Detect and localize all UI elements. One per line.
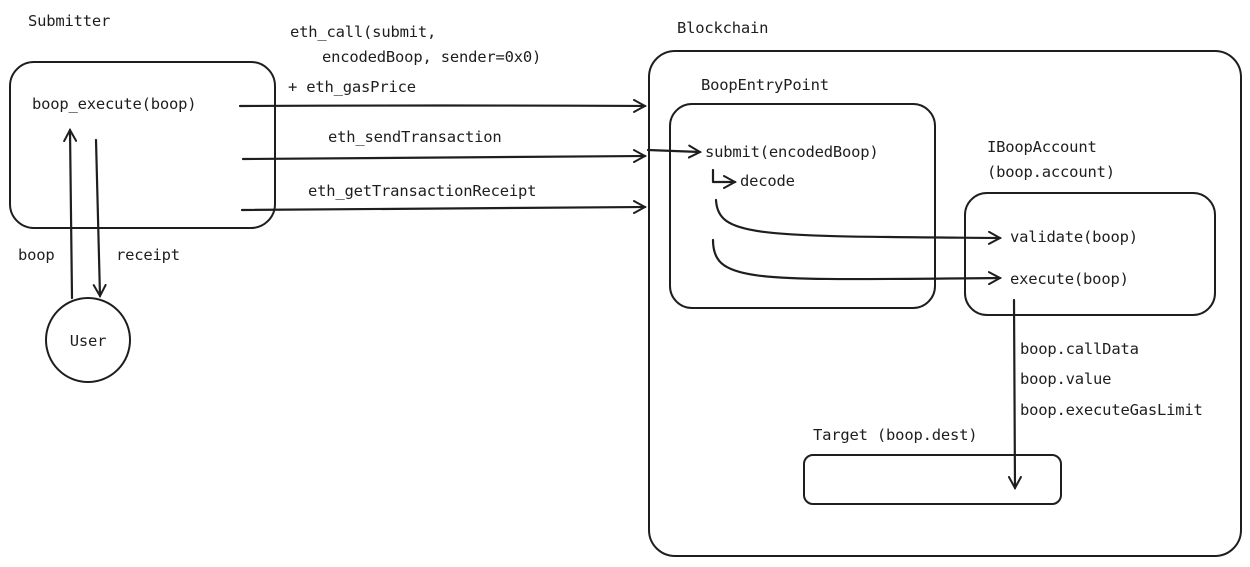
execute-call-arrow <box>711 238 1000 279</box>
blockchain-box <box>648 50 1242 557</box>
submitter-box <box>9 61 276 229</box>
target-call-arrow <box>1014 298 1015 488</box>
receipt-arrow <box>96 138 100 296</box>
call-data-param-label: boop.callData <box>1020 340 1139 358</box>
value-param-label: boop.value <box>1020 370 1111 388</box>
decode-step-arrow <box>711 168 735 182</box>
boop-arrow <box>70 130 72 300</box>
submitter-title: Submitter <box>28 12 110 30</box>
validate-call-arrow <box>714 198 1000 238</box>
gas-price-label: + eth_gasPrice <box>288 78 416 96</box>
entry-point-box <box>669 103 936 309</box>
eth-call-label-line2: encodedBoop, sender=0x0) <box>322 48 541 66</box>
submit-function-label: submit(encodedBoop) <box>705 143 879 161</box>
target-title: Target (boop.dest) <box>813 426 977 444</box>
account-title-line1: IBoopAccount <box>987 138 1097 156</box>
user-node <box>45 297 131 383</box>
account-box <box>964 192 1216 316</box>
eth-call-label-line1: eth_call(submit, <box>290 23 436 41</box>
eth-call-arrow <box>238 106 645 107</box>
get-receipt-label: eth_getTransactionReceipt <box>308 182 536 200</box>
account-title-line2: (boop.account) <box>987 163 1115 181</box>
validate-function-label: validate(boop) <box>1010 228 1138 246</box>
execute-function-label: execute(boop) <box>1010 270 1129 288</box>
entry-point-title: BoopEntryPoint <box>701 76 829 94</box>
user-label: User <box>70 332 107 350</box>
send-transaction-arrow <box>241 156 645 159</box>
decode-label: decode <box>740 172 795 190</box>
submit-inbound-arrow <box>646 150 700 152</box>
boop-execute-label: boop_execute(boop) <box>32 95 196 113</box>
get-receipt-arrow <box>240 207 645 210</box>
send-transaction-label: eth_sendTransaction <box>328 128 502 146</box>
receipt-edge-label: receipt <box>116 246 180 264</box>
boop-edge-label: boop <box>18 246 55 264</box>
gas-limit-param-label: boop.executeGasLimit <box>1020 401 1203 419</box>
blockchain-title: Blockchain <box>677 19 768 37</box>
target-box <box>803 454 1062 505</box>
